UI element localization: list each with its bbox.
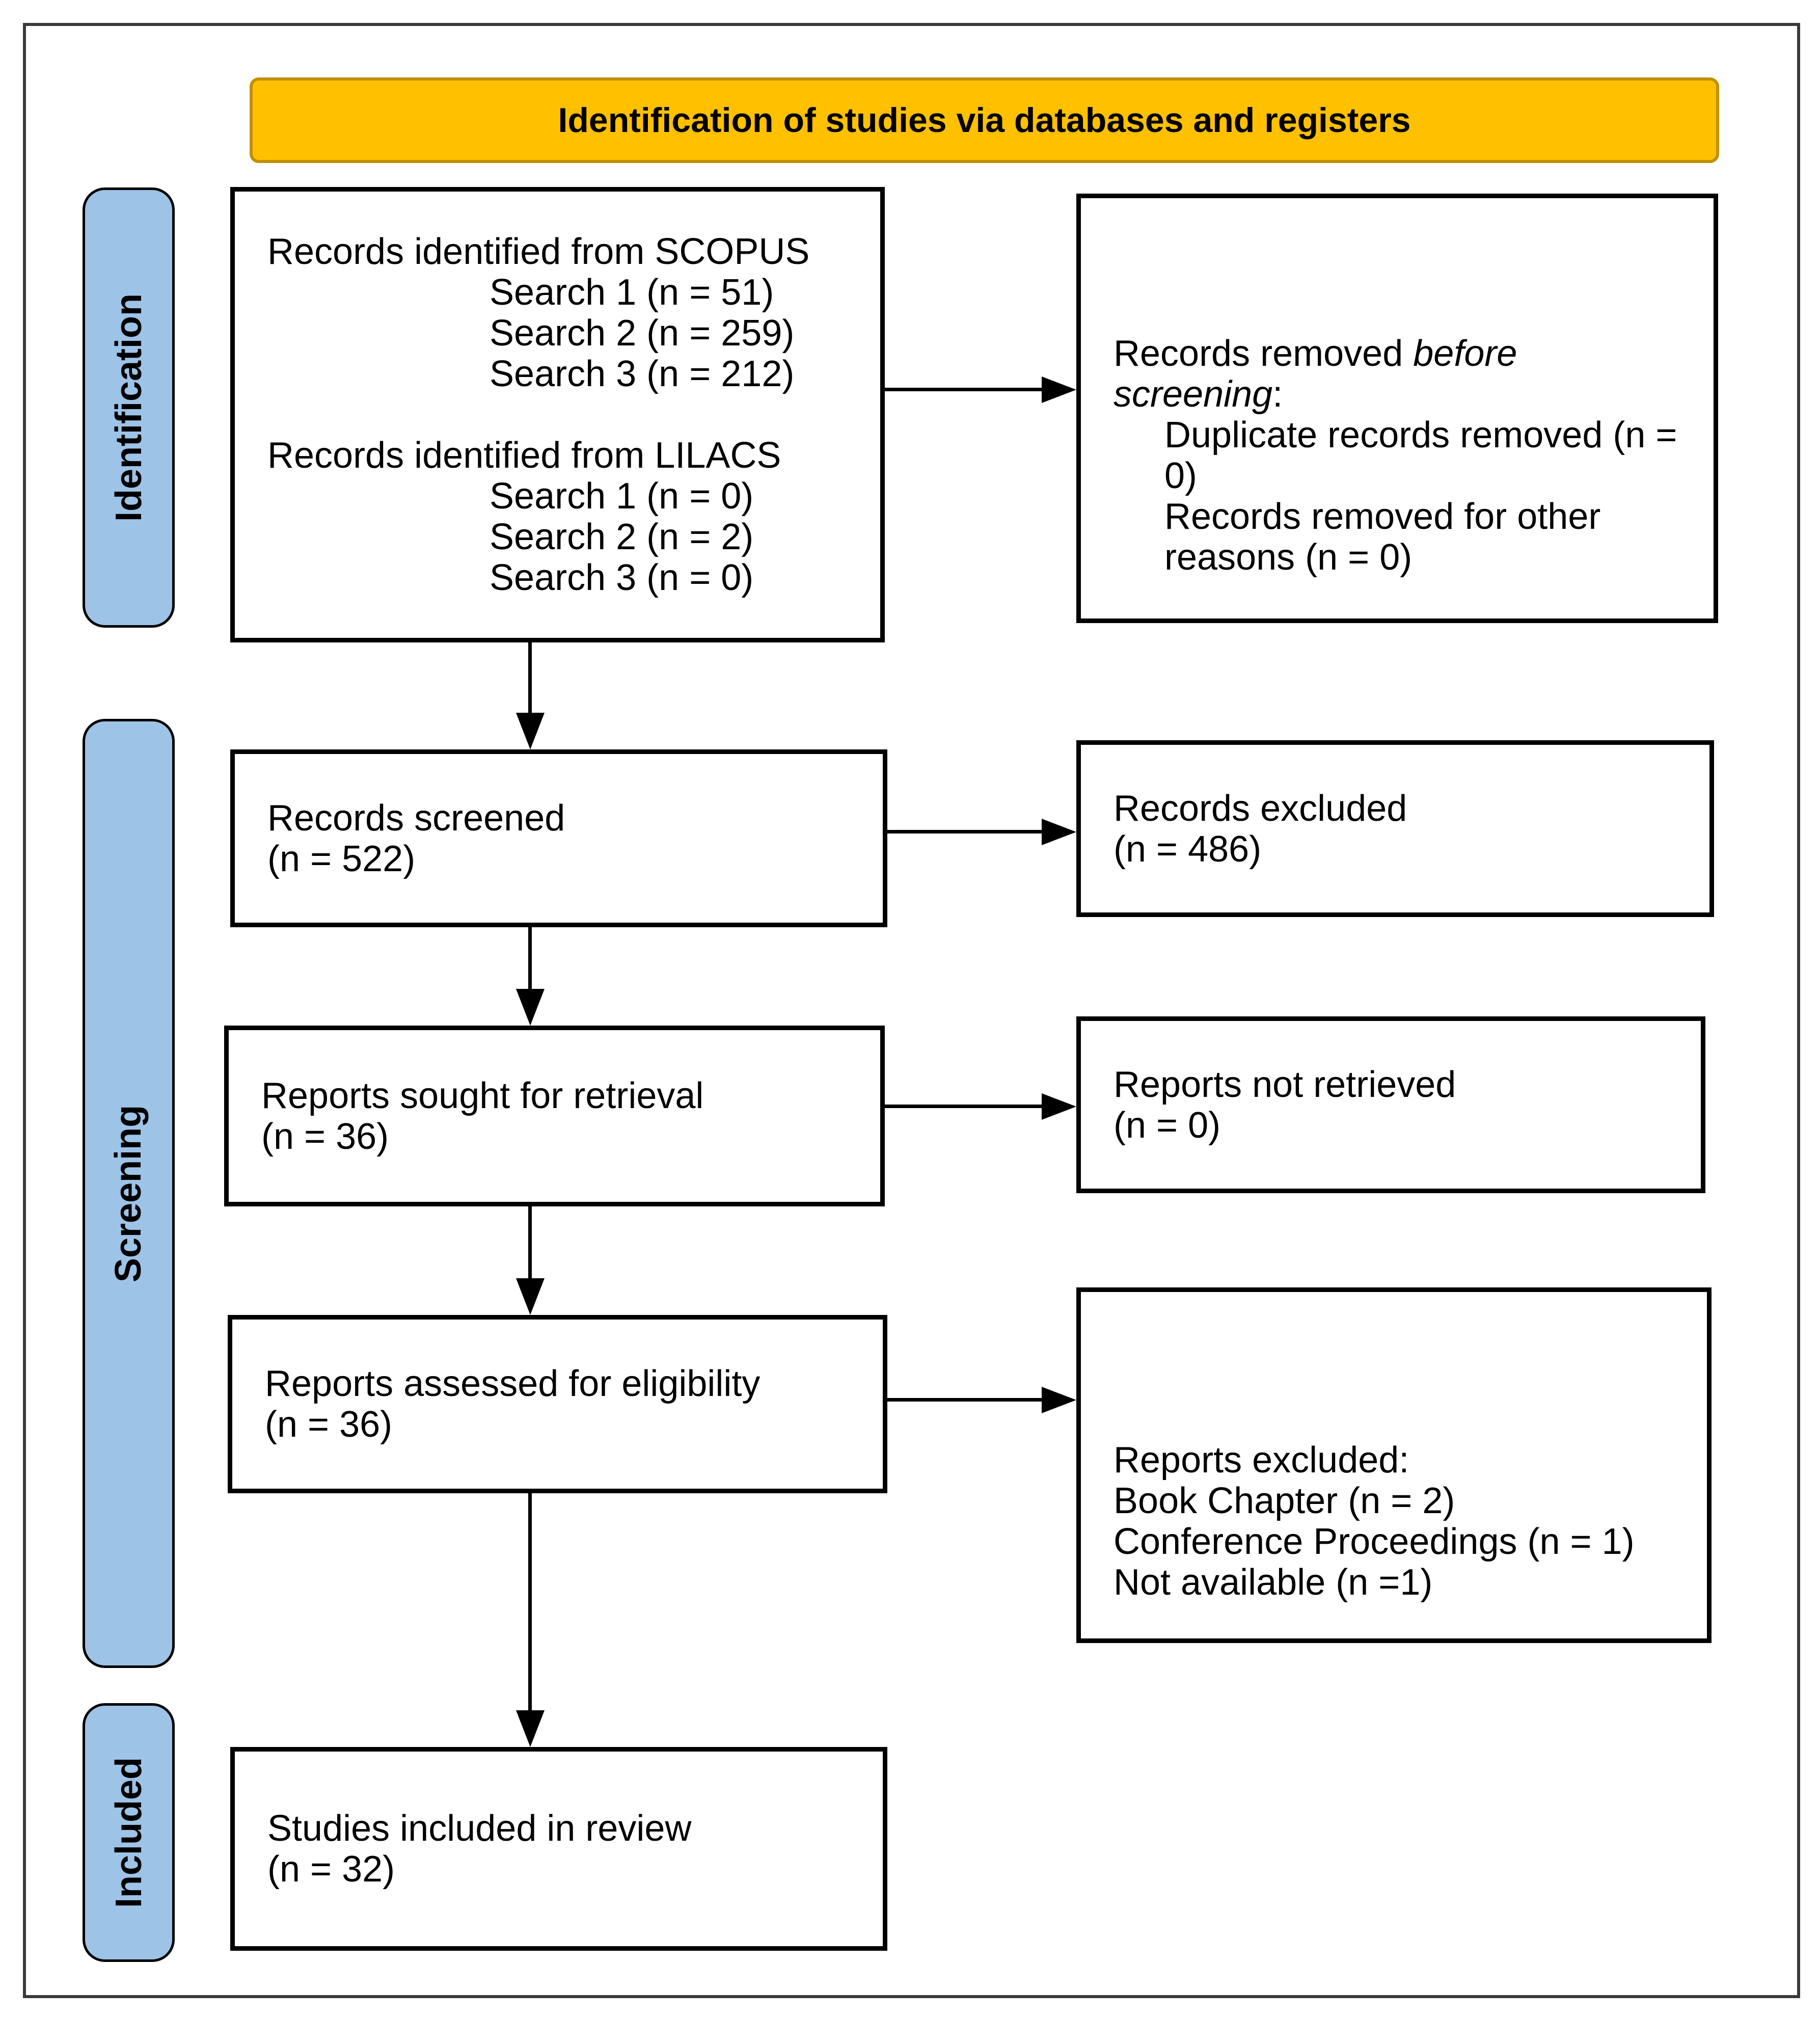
- arrow-screened-to-excluded-line: [887, 830, 1043, 833]
- records-removed-intro-italic: before screening: [1113, 333, 1517, 415]
- arrow-identified-to-removed-head: [1042, 376, 1076, 403]
- records-excluded-count: (n = 486): [1113, 828, 1262, 870]
- arrow-screened-to-sought-head: [516, 989, 545, 1026]
- arrow-assessed-to-included-line: [528, 1493, 532, 1711]
- records-screened-label: Records screened: [267, 797, 565, 839]
- title-banner-label: Identification of studies via databases …: [558, 101, 1411, 140]
- reports-sought-count: (n = 36): [261, 1116, 389, 1157]
- reports-excluded-header: Reports excluded:: [1113, 1440, 1409, 1481]
- arrow-sought-to-not-retrieved-head: [1042, 1093, 1076, 1120]
- lilacs-search-2: Search 2 (n = 2): [490, 517, 754, 557]
- lilacs-search-3: Search 3 (n = 0): [490, 557, 754, 598]
- stage-bar-identification: Identification: [83, 187, 175, 628]
- records-removed-intro-prefix: Records removed: [1113, 333, 1414, 374]
- reports-excluded-item-conference-proceedings: Conference Proceedings (n = 1): [1113, 1521, 1635, 1562]
- diagram-outer-frame: [23, 23, 1800, 1998]
- reports-excluded-item-not-available: Not available (n =1): [1113, 1562, 1433, 1603]
- box-studies-included: Studies included in review (n = 32): [230, 1747, 887, 1951]
- records-excluded-label: Records excluded: [1113, 788, 1407, 829]
- lilacs-search-1: Search 1 (n = 0): [490, 476, 754, 517]
- scopus-search-2: Search 2 (n = 259): [490, 313, 795, 354]
- records-screened-count: (n = 522): [267, 838, 416, 879]
- box-reports-excluded: Reports excluded: Book Chapter (n = 2) C…: [1076, 1287, 1712, 1643]
- records-removed-intro-colon: :: [1272, 374, 1283, 415]
- duplicate-records-removed-item: Duplicate records removed (n = 0): [1164, 415, 1677, 496]
- arrow-screened-to-excluded-head: [1042, 819, 1076, 845]
- stage-label-screening: Screening: [108, 1105, 149, 1282]
- box-reports-not-retrieved: Reports not retrieved (n = 0): [1076, 1016, 1705, 1193]
- arrow-screened-to-sought-line: [528, 927, 532, 990]
- studies-included-count: (n = 32): [267, 1849, 395, 1890]
- arrow-sought-to-not-retrieved-line: [885, 1105, 1043, 1108]
- stage-label-included: Included: [108, 1757, 149, 1908]
- records-removed-intro: Records removed before screening:: [1113, 333, 1681, 415]
- records-identified-scopus-header: Records identified from SCOPUS: [267, 231, 810, 272]
- arrow-identified-to-screened-head: [516, 713, 545, 749]
- scopus-search-3: Search 3 (n = 212): [490, 354, 795, 394]
- stage-bar-screening: Screening: [83, 719, 175, 1668]
- box-records-identified: Records identified from SCOPUS Search 1 …: [230, 187, 885, 642]
- stage-label-identification: Identification: [108, 293, 149, 522]
- reports-excluded-item-book-chapter: Book Chapter (n = 2): [1113, 1481, 1455, 1521]
- spacer: [267, 394, 848, 435]
- records-identified-lilacs-header: Records identified from LILACS: [267, 435, 781, 476]
- records-removed-other-reasons-item: Records removed for other reasons (n = 0…: [1164, 496, 1601, 578]
- arrow-assessed-to-included-head: [516, 1710, 545, 1747]
- studies-included-label: Studies included in review: [267, 1808, 692, 1849]
- title-banner: Identification of studies via databases …: [250, 77, 1719, 163]
- arrow-sought-to-assessed-head: [516, 1278, 545, 1315]
- scopus-search-1: Search 1 (n = 51): [490, 272, 774, 313]
- arrow-identified-to-screened-line: [528, 642, 532, 714]
- box-records-excluded: Records excluded (n = 486): [1076, 740, 1714, 917]
- reports-assessed-count: (n = 36): [265, 1404, 393, 1445]
- reports-not-retrieved-label: Reports not retrieved: [1113, 1064, 1456, 1105]
- box-records-screened: Records screened (n = 522): [230, 749, 887, 927]
- box-reports-sought: Reports sought for retrieval (n = 36): [224, 1026, 885, 1206]
- reports-sought-label: Reports sought for retrieval: [261, 1075, 704, 1116]
- arrow-identified-to-removed-line: [885, 388, 1043, 391]
- arrow-assessed-to-reports-excluded-line: [887, 1398, 1043, 1402]
- reports-assessed-label: Reports assessed for eligibility: [265, 1363, 760, 1404]
- box-records-removed-before-screening: Records removed before screening: Duplic…: [1076, 194, 1718, 623]
- arrow-assessed-to-reports-excluded-head: [1042, 1387, 1076, 1413]
- arrow-sought-to-assessed-line: [528, 1206, 532, 1279]
- box-reports-assessed: Reports assessed for eligibility (n = 36…: [228, 1315, 887, 1493]
- stage-bar-included: Included: [83, 1703, 175, 1962]
- reports-not-retrieved-count: (n = 0): [1113, 1105, 1221, 1146]
